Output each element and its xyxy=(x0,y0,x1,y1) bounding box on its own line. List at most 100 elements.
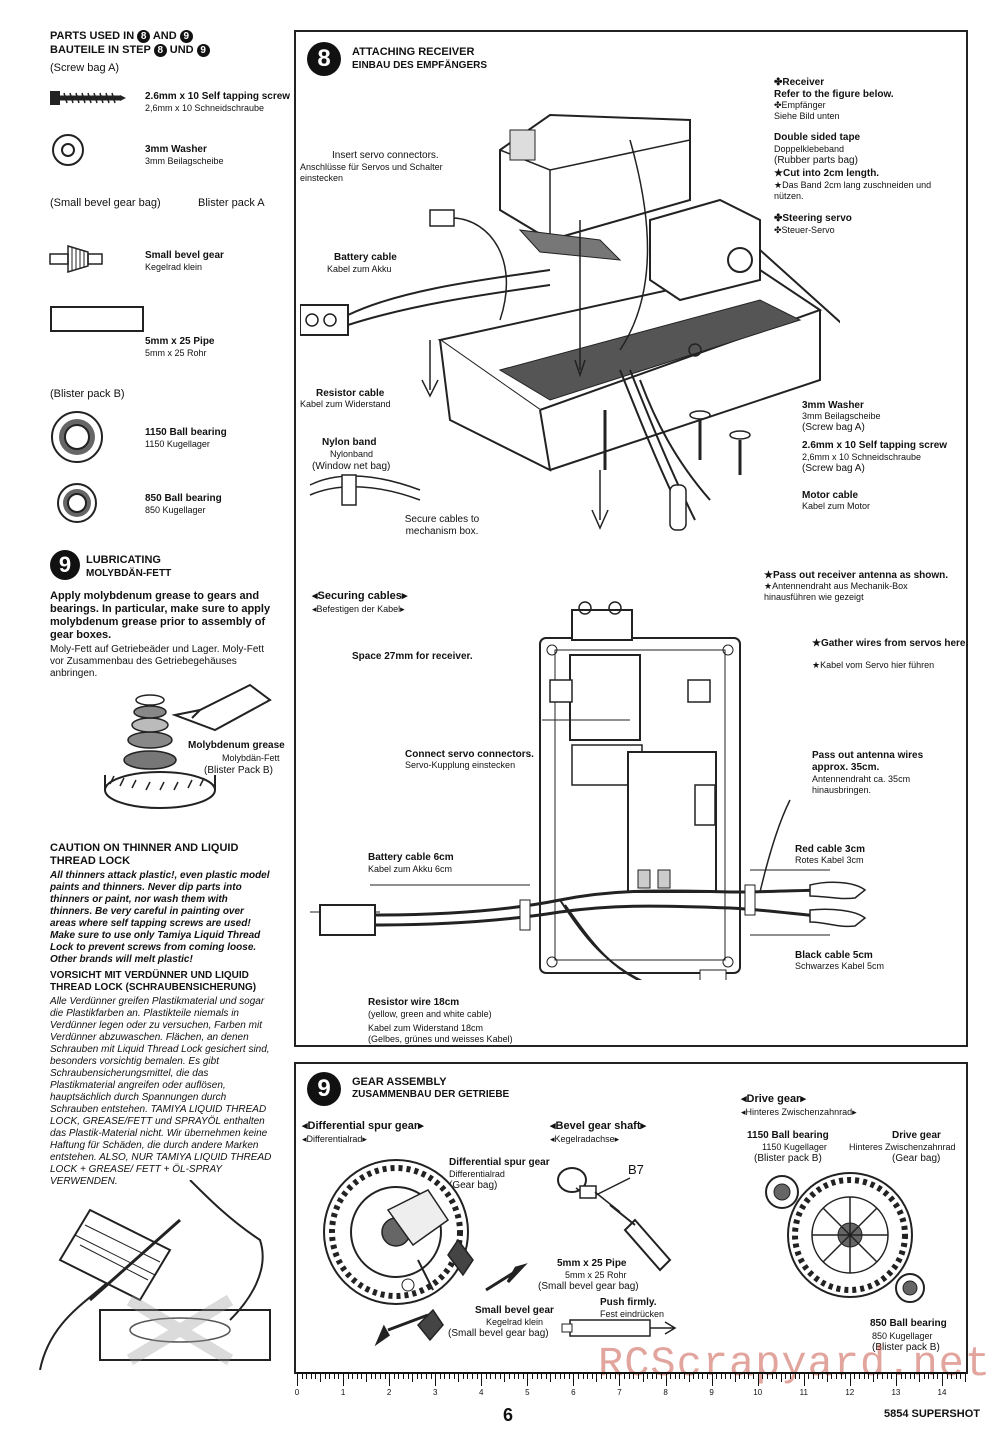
ruler-tick xyxy=(923,1374,925,1379)
ruler-tick xyxy=(743,1374,745,1379)
push-firmly-label: Push firmly. xyxy=(600,1297,657,1308)
battery-6cm-label: Battery cable 6cm xyxy=(368,852,454,863)
ruler-tick xyxy=(757,1374,759,1386)
ruler-tick xyxy=(905,1374,907,1379)
ruler-tick xyxy=(730,1374,732,1379)
ruler-tick xyxy=(416,1374,418,1379)
motor-cable-label-de: Kabel zum Motor xyxy=(802,501,871,511)
black-cable-label-de: Schwarzes Kabel 5cm xyxy=(795,961,885,971)
ruler-tick xyxy=(366,1374,368,1382)
drive-gear-label-de: Hinteres Zwischenzahnrad xyxy=(849,1142,956,1152)
ruler-number: 10 xyxy=(753,1388,763,1397)
painting-hands-illustration xyxy=(39,1180,271,1370)
washer-3mm-label: 3mm Washer xyxy=(802,400,864,411)
ruler-tick xyxy=(707,1374,708,1379)
ruler-tick xyxy=(951,1374,953,1379)
ruler-tick xyxy=(412,1374,414,1382)
page-number: 6 xyxy=(503,1405,514,1425)
small-bevel-gear-label: Small bevel gear xyxy=(475,1305,554,1316)
ruler-tick xyxy=(610,1374,612,1379)
ruler-tick xyxy=(762,1374,764,1379)
ruler-tick xyxy=(711,1374,713,1386)
ruler-tick xyxy=(642,1374,644,1382)
ruler-tick xyxy=(614,1374,616,1379)
ruler-tick xyxy=(518,1374,520,1379)
ruler-tick xyxy=(384,1374,386,1379)
ruler-tick xyxy=(766,1374,768,1379)
ruler-number: 0 xyxy=(294,1388,300,1397)
part-2-name-de: 3mm Beilagscheibe xyxy=(145,156,224,166)
part-3-name: Small bevel gear xyxy=(145,250,224,261)
securing-cables-label: ◂Securing cables▸ xyxy=(312,590,408,602)
ruler-tick xyxy=(370,1374,372,1379)
screw-bag-label: (Screw bag A) xyxy=(50,62,120,74)
ruler-tick xyxy=(472,1374,474,1379)
cut-label: ★Cut into 2cm length. xyxy=(774,168,880,179)
ruler-tick xyxy=(333,1374,335,1379)
passout-antenna-label-de: ★Antennendraht aus Mechanik-Box hinausfü… xyxy=(764,581,908,602)
differential-gear-illustration xyxy=(323,1159,528,1347)
drive-gear-heading-de: ◂Hinteres Zwischenzahnrad▸ xyxy=(741,1107,857,1117)
ruler-tick xyxy=(808,1374,810,1379)
drive-gear-illustration xyxy=(765,1172,925,1303)
ruler-tick xyxy=(398,1374,400,1379)
ruler-tick xyxy=(872,1374,874,1382)
ruler-tick xyxy=(430,1374,432,1379)
pipe-label: 5mm x 25 Pipe xyxy=(557,1258,627,1269)
ruler-tick xyxy=(297,1374,298,1386)
ruler-tick xyxy=(891,1374,893,1379)
ruler-tick xyxy=(462,1374,464,1379)
ruler-tick xyxy=(941,1374,943,1386)
cable-routing-diagram xyxy=(310,601,867,980)
step-9-title-de: ZUSAMMENBAU DER GETRIEBE xyxy=(352,1089,510,1100)
secure-cables-label: Secure cables to mechanism box. xyxy=(404,514,480,537)
ruler-tick xyxy=(605,1374,607,1379)
ruler-number: 14 xyxy=(937,1388,947,1397)
ruler-tick xyxy=(688,1374,690,1382)
washer-3mm-bag: (Screw bag A) xyxy=(802,422,865,433)
part-4-name-de: 5mm x 25 Rohr xyxy=(145,348,207,358)
ruler-tick xyxy=(379,1374,381,1379)
ruler-tick xyxy=(633,1374,635,1379)
ruler-tick xyxy=(499,1374,501,1379)
small-bevel-gear-label-de: Kegelrad klein xyxy=(486,1317,544,1327)
ruler-tick xyxy=(937,1374,939,1379)
ruler-tick xyxy=(601,1374,603,1379)
resistor-18cm-colors: (yellow, green and white cable) xyxy=(368,1009,492,1019)
ruler-tick xyxy=(651,1374,653,1379)
lubricating-text-en: Apply molybdenum grease to gears and bea… xyxy=(50,590,271,641)
ruler-tick xyxy=(637,1374,639,1379)
ruler-tick xyxy=(854,1374,856,1379)
ruler-tick xyxy=(554,1374,556,1379)
ruler-number: 9 xyxy=(709,1388,714,1397)
ruler-tick xyxy=(739,1374,741,1379)
moly-grease-bag: (Blister Pack B) xyxy=(204,765,273,776)
ruler-tick xyxy=(536,1374,538,1379)
bevel-shaft-illustration xyxy=(557,1167,677,1337)
part-6-name: 850 Ball bearing xyxy=(145,493,222,504)
nylon-band-bag: (Window net bag) xyxy=(312,461,391,472)
antenna-35cm-label-de: Antennendraht ca. 35cm hinausbringen. xyxy=(812,774,911,795)
refer-label: Refer to the figure below. xyxy=(774,89,894,100)
ruler-tick xyxy=(914,1374,916,1379)
small-bevel-gear-icon xyxy=(49,244,103,274)
ruler-tick xyxy=(780,1374,782,1382)
ruler-tick xyxy=(421,1374,423,1379)
ruler-tick xyxy=(527,1374,529,1386)
blister-b-label: (Blister pack B) xyxy=(50,388,125,400)
ruler-tick xyxy=(361,1374,363,1379)
diff-spur-gear-label-de: Differentialrad xyxy=(449,1169,505,1179)
part-3-name-de: Kegelrad klein xyxy=(145,262,203,272)
ruler-tick xyxy=(863,1374,865,1379)
ruler-number: 4 xyxy=(479,1388,484,1397)
drive-gear-label: Drive gear xyxy=(892,1130,941,1141)
ruler-number: 6 xyxy=(571,1388,576,1397)
b7-label: B7 xyxy=(628,1162,644,1177)
step-9-badge: 9 xyxy=(307,1072,341,1106)
ruler-tick xyxy=(453,1374,455,1379)
steering-servo-label-de: ✤Steuer-Servo xyxy=(774,225,835,235)
motor-cable-label: Motor cable xyxy=(802,490,859,501)
resistor-18cm-label-de: Kabel zum Widerstand 18cm xyxy=(368,1023,484,1033)
part-5-name: 1150 Ball bearing xyxy=(145,427,227,438)
ruler-tick xyxy=(932,1374,934,1379)
